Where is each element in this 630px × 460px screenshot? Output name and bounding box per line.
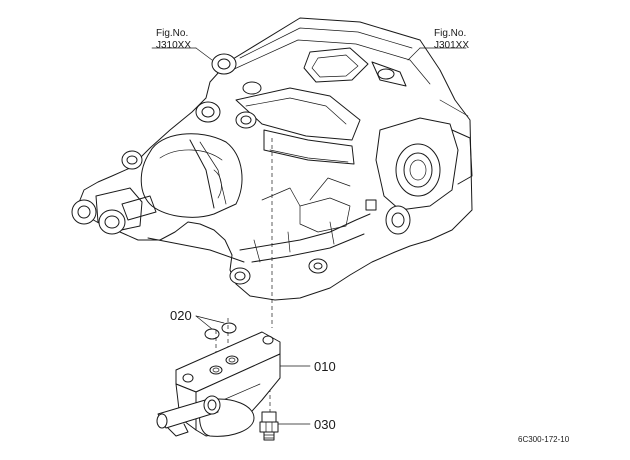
- figure-reference-number: J301XX: [434, 40, 469, 51]
- figure-reference-label: Fig.No.: [434, 28, 466, 39]
- part-number-020: 020: [170, 308, 192, 323]
- leader-lines: [151, 47, 467, 425]
- valve-body: [156, 331, 281, 437]
- part-number-010: 010: [314, 359, 336, 374]
- figure-reference-j301xx: Fig.No. J301XX: [434, 28, 469, 51]
- transmission-housing-casting: [71, 17, 473, 301]
- drawing-code: 6C300-172-10: [518, 435, 570, 444]
- figure-reference-j310xx: Fig.No. J310XX: [156, 28, 191, 51]
- figure-reference-number: J310XX: [156, 40, 191, 51]
- part-number-030: 030: [314, 417, 336, 432]
- figure-reference-label: Fig.No.: [156, 28, 188, 39]
- o-ring-right: [221, 322, 237, 334]
- o-ring-left: [204, 328, 220, 340]
- hex-fitting: [259, 411, 279, 441]
- o-ring-pair: [204, 322, 237, 340]
